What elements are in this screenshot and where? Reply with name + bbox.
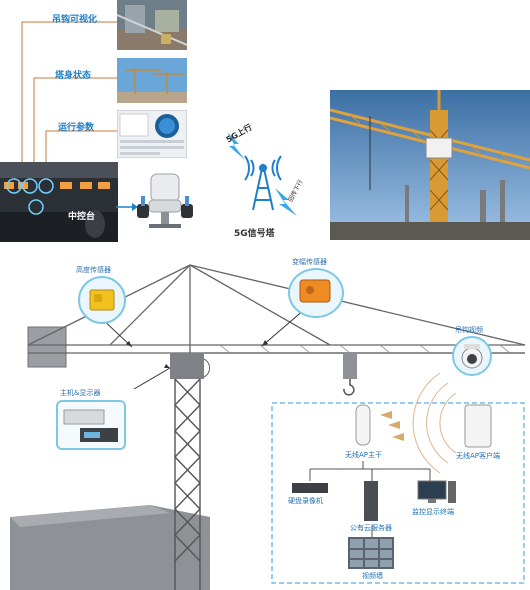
dome-camera-icon — [461, 344, 483, 369]
5g-tower-icon — [227, 132, 297, 216]
cloud-server-icon — [364, 481, 378, 521]
hook-video-label: 吊钩视频 — [455, 326, 483, 334]
height-sensor-label: 高度传感器 — [76, 266, 111, 274]
host-display-label: 主机&显示器 — [60, 389, 101, 397]
monitor-terminal-label: 监控显示终端 — [412, 508, 454, 516]
height-sensor-icon — [89, 289, 115, 311]
control-room-photo — [0, 162, 118, 242]
hook-camera-bubble — [452, 336, 492, 376]
control-console-label: 中控台 — [68, 212, 96, 222]
amplitude-sensor-label: 变幅传感器 — [292, 258, 327, 266]
building-shape — [10, 505, 210, 590]
host-device-icon — [63, 409, 118, 442]
nvr-label: 硬盘录像机 — [288, 497, 323, 505]
ap-main-icon — [355, 404, 371, 446]
monitor-icon — [417, 480, 447, 500]
amplitude-sensor-icon — [299, 279, 331, 303]
tower-status-photo — [117, 58, 187, 103]
amplitude-sensor-bubble — [288, 268, 344, 318]
crane-mast — [174, 378, 201, 590]
hook-visual-photo — [117, 0, 187, 50]
ap-client-label: 无线AP客户端 — [456, 452, 501, 460]
video-wall-icon — [348, 537, 394, 569]
cloud-server-label: 公有云服务器 — [350, 524, 392, 532]
video-wall-label: 视频墙 — [362, 572, 383, 580]
tower-crane-photo — [330, 90, 530, 240]
label-tower-status: 塔身状态 — [55, 71, 92, 81]
crane-system-diagram — [10, 264, 526, 590]
run-params-screen — [117, 110, 187, 158]
arrow-to-chair — [116, 203, 138, 211]
label-hook-visual: 吊钩可视化 — [52, 15, 98, 25]
operator-chair-icon — [137, 173, 193, 228]
nvr-icon — [292, 483, 328, 493]
label-run-params: 运行参数 — [58, 123, 95, 133]
ap-client-icon — [464, 404, 492, 448]
hook-icon — [343, 379, 355, 396]
host-display-box — [56, 400, 126, 450]
height-sensor-bubble — [78, 276, 126, 324]
counterweight — [27, 326, 67, 368]
ap-main-label: 无线AP主干 — [345, 451, 383, 459]
5g-tower-title: 5G信号塔 — [234, 229, 275, 239]
